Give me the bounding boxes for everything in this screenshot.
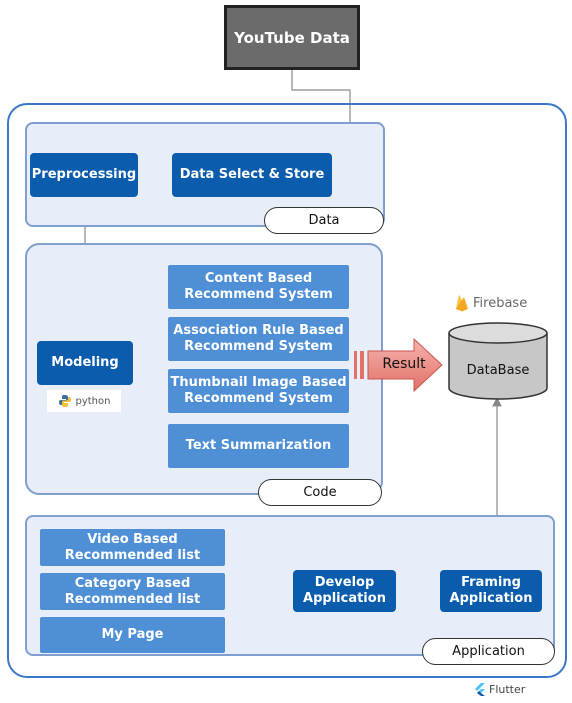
application-panel-tab-label: Application (452, 644, 525, 659)
firebase-flame-icon (456, 295, 468, 312)
content-based-system-box: Content Based Recommend System (168, 265, 349, 309)
thumbnail-image-system-box: Thumbnail Image Based Recommend System (168, 369, 349, 413)
thumbnail-image-system-label: Thumbnail Image Based Recommend System (170, 375, 347, 406)
result-label: Result (382, 356, 426, 372)
text-summarization-box: Text Summarization (168, 424, 349, 468)
data-panel-tab: Data (264, 207, 384, 234)
youtube-data-label: YouTube Data (234, 28, 350, 47)
my-page-label: My Page (101, 627, 164, 642)
application-panel-tab: Application (422, 638, 555, 665)
code-panel-tab-label: Code (303, 485, 337, 500)
text-summarization-label: Text Summarization (185, 438, 332, 453)
flutter-icon (475, 682, 485, 696)
category-based-list-label: Category Based Recommended list (64, 575, 201, 607)
modeling-label: Modeling (51, 355, 119, 370)
video-based-list-box: Video Based Recommended list (40, 529, 225, 566)
database-cylinder (448, 322, 548, 400)
data-select-store-box: Data Select & Store (172, 153, 332, 197)
code-panel-tab: Code (258, 479, 382, 506)
preprocessing-box: Preprocessing (30, 153, 138, 197)
data-select-store-label: Data Select & Store (179, 167, 325, 182)
flutter-logo: Flutter (474, 680, 525, 698)
system-outline (7, 103, 567, 678)
category-based-list-box: Category Based Recommended list (40, 573, 225, 610)
develop-application-label: Develop Application (303, 575, 386, 606)
association-rule-system-box: Association Rule Based Recommend System (168, 317, 349, 361)
video-based-list-label: Video Based Recommended list (64, 531, 201, 563)
youtube-data-source: YouTube Data (224, 5, 360, 70)
my-page-box: My Page (40, 617, 225, 653)
preprocessing-label: Preprocessing (31, 167, 137, 182)
framing-application-label: Framing Application (449, 575, 533, 606)
python-logo: python (47, 390, 121, 412)
develop-application-box: Develop Application (293, 570, 396, 612)
framing-application-box: Framing Application (440, 570, 542, 612)
content-based-system-label: Content Based Recommend System (184, 271, 333, 302)
association-rule-system-label: Association Rule Based Recommend System (173, 323, 344, 354)
python-text: python (75, 395, 111, 407)
firebase-logo: Firebase (455, 293, 527, 313)
python-icon (58, 395, 71, 407)
firebase-text: Firebase (473, 295, 528, 311)
flutter-text: Flutter (489, 682, 526, 696)
database-label: DataBase (466, 362, 530, 378)
modeling-box: Modeling (37, 341, 133, 385)
data-panel-tab-label: Data (308, 213, 340, 228)
result-arrow (354, 337, 443, 393)
